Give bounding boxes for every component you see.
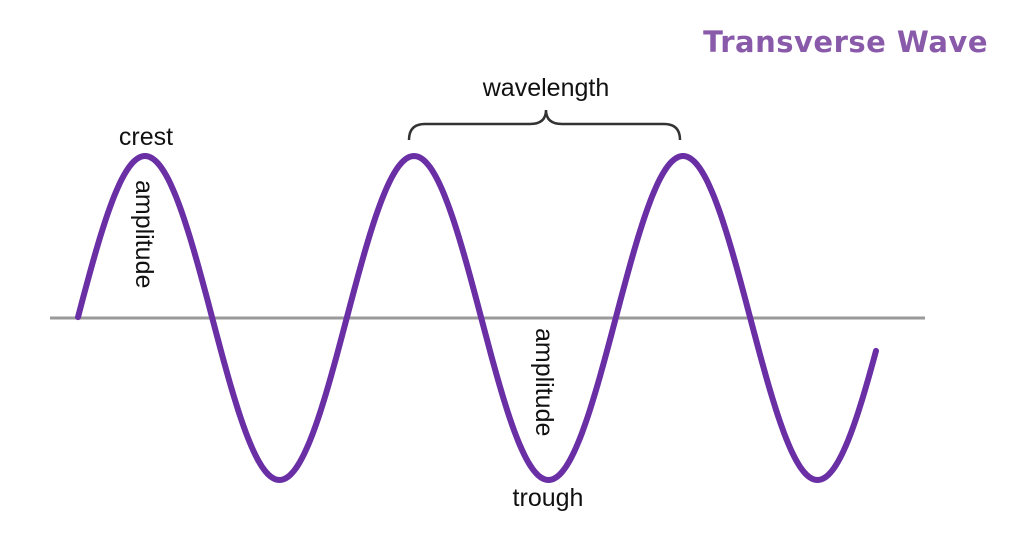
amplitude-crest-label: amplitude: [130, 180, 158, 288]
wave-curve: [75, 152, 879, 484]
diagram-title: Transverse Wave: [703, 25, 988, 59]
wavelength-label: wavelength: [482, 74, 609, 102]
trough-label: trough: [513, 484, 584, 512]
amplitude-trough-label: amplitude: [530, 328, 558, 436]
wavelength-brace: [407, 109, 682, 141]
crest-label: crest: [119, 123, 173, 151]
